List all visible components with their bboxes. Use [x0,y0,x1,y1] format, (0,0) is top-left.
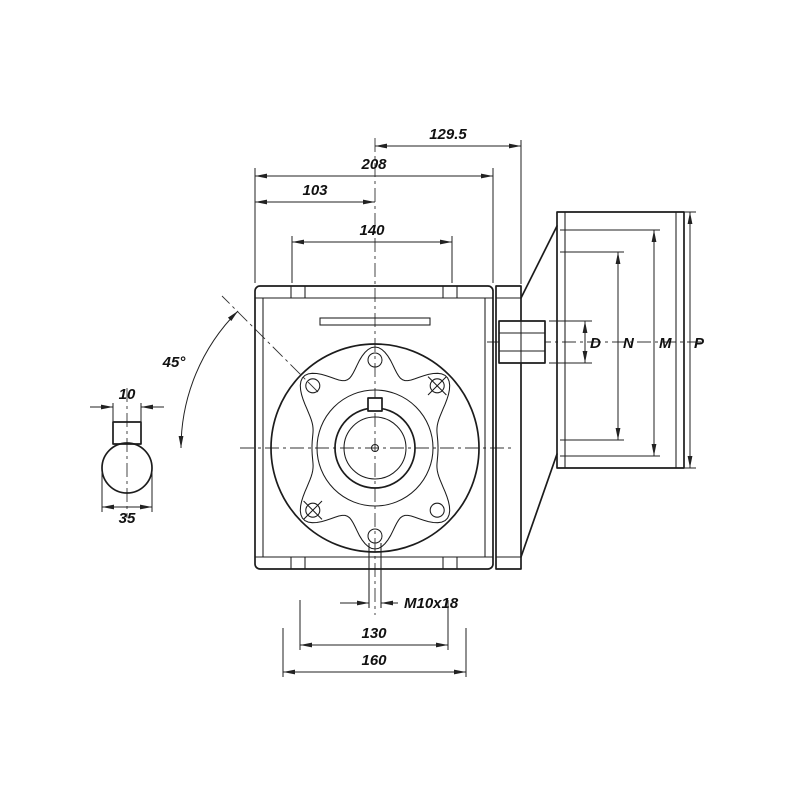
side-view [495,211,685,570]
dim-label-129-5: 129.5 [429,126,467,143]
center-mark [370,443,380,453]
input-shaft-block [498,320,546,364]
plug-ball [101,442,153,494]
dim-label-10: 10 [119,386,136,403]
bolt-holes [303,352,447,544]
bolt-hole-lower-left [305,502,321,518]
motor-flange-cylinder [556,211,685,469]
oil-level-slot [319,317,431,326]
hub-circle [316,389,434,507]
dim-label-130: 130 [361,625,387,642]
plug-stem [112,421,142,445]
flange-scallop-outline [299,346,451,550]
front-view [254,285,494,608]
ext-lines-140 [291,236,453,283]
dimension-top: 129.5 208 103 140 [254,126,522,284]
dim-label-45: 45° [162,354,187,371]
side-body-slab [495,285,522,570]
dim-label-M: M [659,335,672,352]
side-slab-edges [496,297,521,558]
dim-label-m10x18: M10x18 [404,595,459,612]
input-shaft-details [499,321,545,363]
dim-label-103: 103 [302,182,328,199]
dimension-bottom: M10x18 130 160 [282,595,467,677]
dim-label-P: P [694,335,705,352]
bottom-lugs [290,557,458,569]
ext-lines-130 [299,600,449,650]
bolt-hole-bottom [367,528,383,544]
bell-housing-lines [520,225,558,558]
gearbox-body-outline [254,285,494,570]
flange-outer-circle [270,343,480,553]
ext-lines-N [560,251,624,441]
plug-view: 10 35 45° [90,310,239,527]
dim-label-208: 208 [360,156,387,173]
dimension-side: D N M P [549,211,705,469]
dim-arc-45 [178,310,239,449]
dim-label-D: D [590,335,601,352]
bolt-hole-lower-right [429,502,445,518]
bolt-hole-upper-left [305,378,321,394]
thread-mark-lower-left [303,500,323,520]
shaft-circle [343,416,407,480]
cylinder-inner-lines [564,212,677,468]
45deg-centerline [221,295,319,393]
keyway [367,397,383,412]
dim-label-160: 160 [361,652,387,669]
bolt-hole-upper-right [429,378,445,394]
dim-label-N: N [623,335,635,352]
bolt-hole-top [367,352,383,368]
ext-lines-208 [254,168,494,283]
ext-lines-M [560,229,660,457]
dim-label-35: 35 [119,510,136,527]
dim-label-140: 140 [359,222,385,239]
top-lugs [290,286,458,298]
thread-mark-upper-right [427,376,447,396]
tapped-hole-lines [368,543,382,608]
ext-lines-160 [282,628,467,677]
